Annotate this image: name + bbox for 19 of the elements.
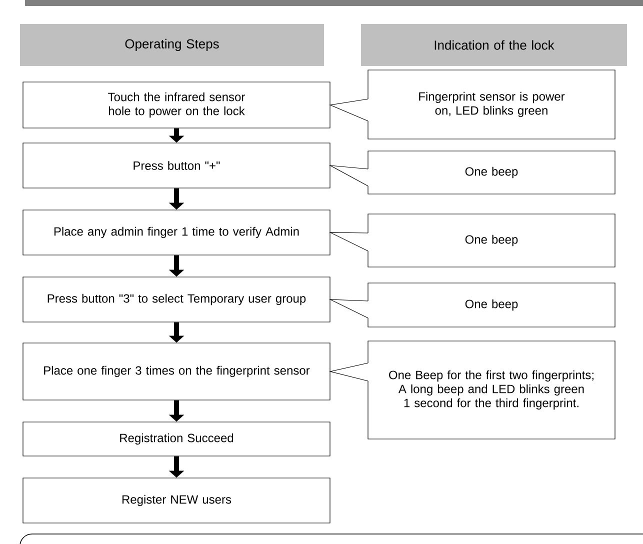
callout-box: One Beep for the first two fingerprints; A long beep and LED blinks green 1 second for the third fingerprint.	[368, 340, 616, 440]
callout-pointer	[328, 165, 368, 186]
step-box: Register NEW users	[22, 478, 330, 524]
callout-box: One beep	[368, 150, 616, 194]
callout-box: Fingerprint sensor is power on, LED blinks green	[368, 70, 616, 140]
step-box: Touch the infrared sensor hole to power on the lock	[22, 82, 330, 128]
step-box: Place any admin finger 1 time to verify Admin	[22, 210, 330, 256]
column-header: Indication of the lock	[361, 24, 627, 66]
callout-pointer	[328, 232, 368, 252]
callout-pointer	[328, 299, 368, 318]
callout-box: One beep	[368, 214, 616, 268]
step-box: Registration Succeed	[22, 422, 330, 456]
step-box: Place one finger 3 times on the fingerprint sensor	[22, 342, 330, 400]
callout-pointer	[329, 98, 368, 122]
column-header: Operating Steps	[20, 24, 324, 66]
step-box: Press button "+"	[22, 142, 330, 188]
callout-box: One beep	[368, 282, 616, 328]
step-box: Press button "3" to select Temporary user group	[22, 276, 330, 322]
callout-pointer	[329, 362, 368, 382]
